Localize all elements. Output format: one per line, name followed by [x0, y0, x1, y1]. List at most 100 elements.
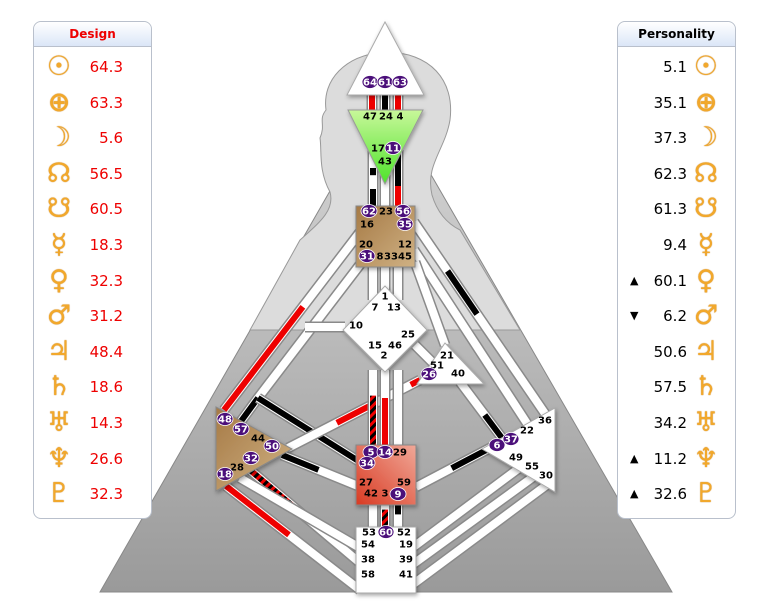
- design-uranus-value: 14.3: [89, 413, 123, 432]
- design-row-pluto: ♇32.3: [34, 477, 151, 513]
- personality-saturn-value: 57.5: [653, 378, 687, 397]
- design-neptune-value: 26.6: [89, 449, 123, 468]
- gate-34: 34: [360, 459, 374, 470]
- north-node-icon: ☊: [694, 157, 718, 189]
- gate-36: 36: [538, 416, 552, 427]
- design-jupiter-value: 48.4: [89, 342, 123, 361]
- mars-icon: ♂: [693, 300, 719, 332]
- gate-15: 15: [368, 341, 382, 352]
- channel-activation: [409, 377, 422, 388]
- earth-icon: ⊕: [47, 86, 71, 118]
- personality-row-uranus: ♅34.2: [618, 406, 735, 442]
- gate-45: 45: [398, 252, 412, 263]
- gate-12: 12: [398, 240, 412, 251]
- mars-icon: ♂: [46, 300, 72, 332]
- personality-venus-value: 60.1: [653, 271, 687, 290]
- gate-39: 39: [399, 555, 413, 566]
- design-row-north-node: ☊56.5: [34, 157, 151, 193]
- channel: [411, 260, 449, 347]
- sun-icon: ☉: [693, 51, 719, 82]
- personality-north-node-value: 62.3: [653, 164, 687, 183]
- gate-7: 7: [372, 303, 379, 314]
- gate-18-marker: [216, 467, 234, 481]
- design-row-jupiter: ♃48.4: [34, 335, 151, 371]
- design-moon-value: 5.6: [99, 129, 123, 148]
- gate-52: 52: [397, 528, 411, 539]
- gate-17: 17: [371, 144, 385, 155]
- gate-56: 56: [396, 207, 410, 218]
- gate-62: 62: [362, 207, 376, 218]
- south-node-icon: ☋: [694, 193, 718, 225]
- gate-59: 59: [397, 478, 411, 489]
- design-mars-value: 31.2: [89, 307, 123, 326]
- design-earth-value: 63.3: [89, 93, 123, 112]
- gate-64: 64: [363, 78, 377, 89]
- personality-moon-value: 37.3: [653, 129, 687, 148]
- channel: [409, 468, 543, 569]
- mercury-icon: ☿: [697, 228, 715, 260]
- gate-29: 29: [393, 448, 407, 459]
- gate-32-marker: [242, 451, 260, 465]
- gate-9: 9: [395, 490, 402, 501]
- gate-63: 63: [393, 78, 407, 89]
- design-row-south-node: ☋60.5: [34, 192, 151, 228]
- gate-31-marker: [358, 249, 376, 263]
- saturn-icon: ♄: [46, 371, 72, 403]
- personality-jupiter-value: 50.6: [653, 342, 687, 361]
- gate-35-marker: [396, 217, 414, 231]
- gate-31: 31: [360, 252, 374, 263]
- gate-27: 27: [359, 478, 373, 489]
- gate-3: 3: [382, 489, 389, 500]
- channel: [237, 474, 363, 552]
- gate-21: 21: [440, 351, 454, 362]
- gate-37-marker: [502, 432, 520, 446]
- personality-row-mars: ♂6.2▼: [618, 299, 735, 335]
- personality-row-venus: ♀60.1▲: [618, 264, 735, 300]
- gate-23: 23: [379, 207, 393, 218]
- channel-activation: [445, 269, 480, 316]
- channel-activation: [221, 304, 306, 412]
- gate-62-marker: [360, 204, 378, 218]
- earth-icon: ⊕: [694, 86, 718, 118]
- personality-row-north-node: ☊ 62.3: [618, 157, 735, 193]
- channel: [410, 219, 552, 421]
- design-saturn-value: 18.6: [89, 378, 123, 397]
- design-venus-value: 32.3: [89, 271, 123, 290]
- gate-54: 54: [361, 540, 375, 551]
- design-row-moon: ☽5.6: [34, 121, 151, 157]
- gate-13: 13: [387, 303, 401, 314]
- gate-48-marker: [216, 412, 234, 426]
- personality-row-sun: ☉5.1: [618, 50, 735, 86]
- gate-34-marker: [358, 456, 376, 470]
- design-row-uranus: ♅ 14.3: [34, 406, 151, 442]
- venus-icon: ♀: [49, 264, 69, 296]
- personality-row-jupiter: ♃ 50.6: [618, 335, 735, 371]
- uranus-icon: ♅: [46, 406, 72, 438]
- gate-9-marker: [389, 487, 407, 501]
- mercury-icon: ☿: [50, 228, 68, 260]
- gate-38: 38: [361, 555, 375, 566]
- gate-50-marker: [263, 439, 281, 453]
- channel: [409, 480, 551, 589]
- personality-row-moon: ☽37.3: [618, 121, 735, 157]
- gate-46: 46: [388, 341, 402, 352]
- personality-row-pluto: ♇32.6▲: [618, 477, 735, 513]
- gate-61: 61: [378, 78, 392, 89]
- gate-20: 20: [359, 240, 373, 251]
- design-row-mars: ♂ 31.2: [34, 299, 151, 335]
- gate-47: 47: [363, 112, 377, 123]
- pluto-icon: ♇: [693, 478, 719, 510]
- gate-24: 24: [379, 112, 393, 123]
- gate-50: 50: [265, 442, 279, 453]
- jupiter-icon: ♃: [693, 335, 719, 367]
- gate-6-marker: [488, 438, 506, 452]
- pluto-icon: ♇: [46, 478, 72, 510]
- gate-25: 25: [401, 330, 415, 341]
- channel-activation: [256, 395, 362, 465]
- design-north-node-value: 56.5: [89, 164, 123, 183]
- channel-activation: [335, 403, 372, 426]
- personality-mars-value: 6.2: [663, 307, 687, 326]
- venus-icon: ♀: [696, 264, 716, 296]
- gate-60-marker: [377, 525, 395, 539]
